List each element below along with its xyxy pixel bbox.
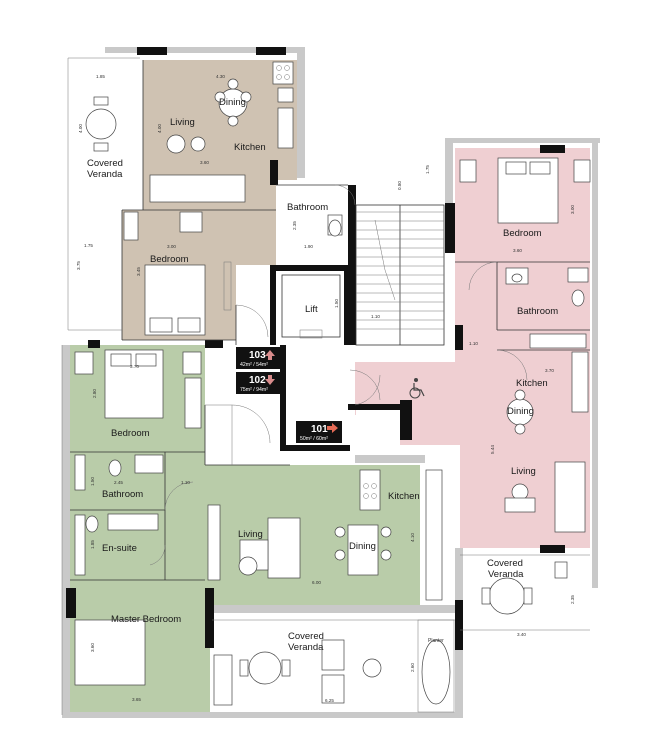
room-label-veranda-left-line1: Covered xyxy=(87,158,123,169)
dimension-label: 1.85 xyxy=(90,540,95,549)
dimension-label: 2.60 xyxy=(410,663,415,672)
room-label-101-dining: Dining xyxy=(507,406,534,417)
dimension-label: 0.80 xyxy=(397,181,402,190)
room-label-103-bathroom: Bathroom xyxy=(287,202,328,213)
unit-badge-101: 101 50m² / 60m² xyxy=(296,421,342,443)
room-label-102-kitchen: Kitchen xyxy=(388,491,420,502)
arrow-right-icon xyxy=(327,423,338,433)
partitions xyxy=(61,60,590,715)
dimension-label: 1.50 xyxy=(334,299,339,308)
furniture-veranda-left xyxy=(85,96,117,152)
dimension-label: 1.75 xyxy=(425,165,430,174)
dimension-label: 1.10 xyxy=(181,480,190,485)
room-labels: Dining Living Kitchen Bathroom Bedroom C… xyxy=(87,97,558,653)
room-label-veranda-right-line1: Covered xyxy=(487,558,523,569)
unit-101-fill xyxy=(355,148,590,548)
dimension-label: 1.10 xyxy=(371,314,380,319)
dimension-label: 6.00 xyxy=(312,580,321,585)
dimension-label: 5.44 xyxy=(490,445,495,454)
room-label-veranda-left-line2: Veranda xyxy=(87,169,123,180)
veranda-outlines xyxy=(67,57,590,713)
room-label-planter: Planter xyxy=(428,638,444,644)
room-label-102-living: Living xyxy=(238,529,263,540)
unit-badge-102: 102 75m² / 94m² xyxy=(236,372,282,394)
door-swings xyxy=(149,184,528,566)
room-label-102-bathroom: Bathroom xyxy=(102,489,143,500)
unit-103-area-text: 42m² / 54m² xyxy=(240,362,268,368)
dimension-label: 2.35 xyxy=(292,221,297,230)
dimension-label: 3.60 xyxy=(513,248,522,253)
dimension-label: 1.85 xyxy=(96,74,105,79)
dimension-label: 4.30 xyxy=(216,74,225,79)
dimension-label: 3.60 xyxy=(90,643,95,652)
room-label-101-living: Living xyxy=(511,466,536,477)
dimension-label: 2.35 xyxy=(570,595,575,604)
lift xyxy=(281,274,341,339)
dimension-label: 1.90 xyxy=(304,244,313,249)
room-label-veranda-bottom-line1: Covered xyxy=(288,631,324,642)
dimension-label: 3.40 xyxy=(517,632,526,637)
room-label-101-bedroom: Bedroom xyxy=(503,228,542,239)
unit-101-number: 101 xyxy=(311,424,328,435)
dimension-label: 3.00 xyxy=(570,205,575,214)
unit-102-area-text: 75m² / 94m² xyxy=(240,387,268,393)
wheelchair-icon xyxy=(409,378,425,399)
dimension-label: 4.00 xyxy=(157,124,162,133)
unit-103-number: 103 xyxy=(249,350,266,361)
dimension-label: 1.50 xyxy=(90,477,95,486)
dimension-label: 3.45 xyxy=(136,267,141,276)
dimension-label: 6.25 xyxy=(325,698,334,703)
room-label-lift: Lift xyxy=(305,304,318,315)
room-label-102-ensuite: En-suite xyxy=(102,543,137,554)
dimension-label: 4.00 xyxy=(78,124,83,133)
room-label-101-kitchen: Kitchen xyxy=(516,378,548,389)
room-label-veranda-right-line2: Veranda xyxy=(488,569,524,580)
unit-101-area-text: 50m² / 60m² xyxy=(300,436,328,442)
room-label-103-kitchen: Kitchen xyxy=(234,142,266,153)
room-label-102-dining: Dining xyxy=(349,541,376,552)
furniture-103 xyxy=(123,61,343,336)
arrow-up-icon xyxy=(265,350,275,360)
dimension-label: 1.10 xyxy=(469,341,478,346)
room-label-103-living: Living xyxy=(170,117,195,128)
room-label-veranda-bottom-line2: Veranda xyxy=(288,642,324,653)
room-label-103-bedroom: Bedroom xyxy=(150,254,189,265)
dimension-label: 3.00 xyxy=(167,244,176,249)
room-label-102-master-bedroom: Master Bedroom xyxy=(111,614,181,625)
dimension-label: 2.80 xyxy=(92,389,97,398)
room-label-102-bedroom: Bedroom xyxy=(111,428,150,439)
dimension-label: 3.60 xyxy=(200,160,209,165)
furniture-101 xyxy=(459,157,591,615)
dimension-label: 2.45 xyxy=(114,480,123,485)
dimension-label: 3.65 xyxy=(132,697,141,702)
dimension-label: 1.75 xyxy=(84,243,93,248)
unit-102-fill xyxy=(70,345,420,712)
furniture-102 xyxy=(74,349,451,706)
room-label-103-dining: Dining xyxy=(219,97,246,108)
arrow-down-icon xyxy=(265,375,275,385)
unit-102-number: 102 xyxy=(249,375,266,386)
dimension-label: 3.70 xyxy=(545,368,554,373)
room-label-101-bathroom: Bathroom xyxy=(517,306,558,317)
structural-walls xyxy=(66,47,565,650)
dimension-label: 3.70 xyxy=(130,364,139,369)
dimension-label: 3.75 xyxy=(76,261,81,270)
staircase xyxy=(355,204,445,346)
unit-badge-103: 103 42m² / 54m² xyxy=(236,347,282,369)
dimension-labels: 1.85 4.30 4.00 4.00 3.60 0.80 1.75 3.00 … xyxy=(76,74,575,703)
dimension-label: 4.10 xyxy=(410,533,415,542)
unit-101-area xyxy=(355,148,590,548)
unit-102-area xyxy=(70,345,420,712)
